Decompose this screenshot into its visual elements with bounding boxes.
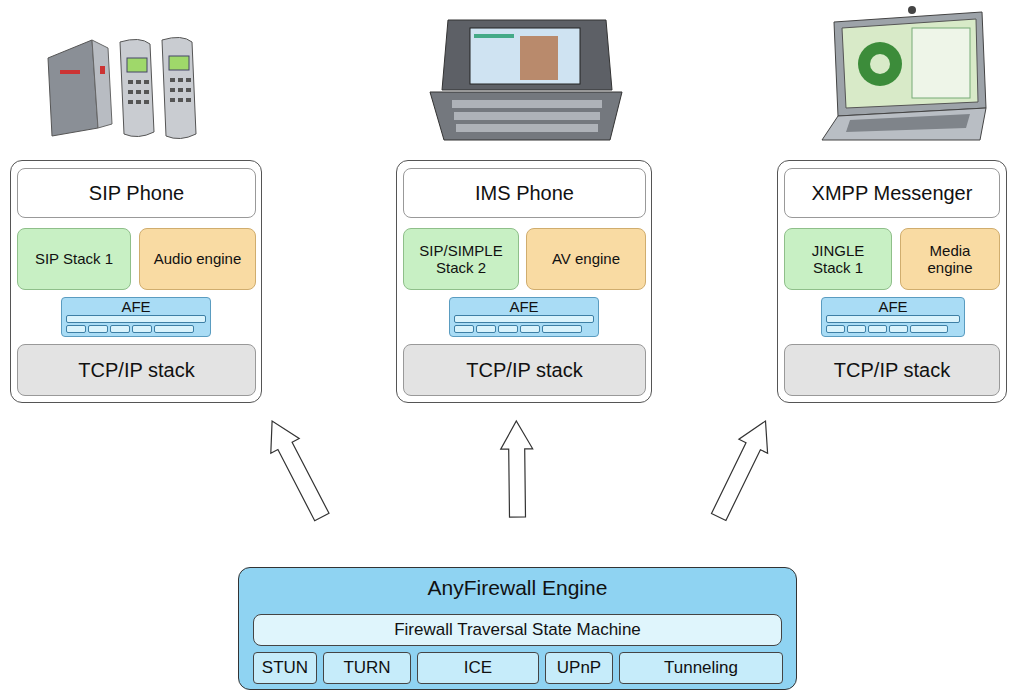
box-label: AFE xyxy=(509,298,538,315)
cordless-phones xyxy=(48,37,196,138)
block-arrow xyxy=(501,421,533,517)
engine-box: Audio engine xyxy=(139,228,256,290)
box-label: SIP Stack 1 xyxy=(35,250,113,267)
device-panel: XMPP MessengerJINGLE Stack 1 Media engine… xyxy=(777,160,1007,403)
afe-module xyxy=(66,325,86,333)
box-label: TCP/IP stack xyxy=(466,359,582,382)
stack-box: SIP Stack 1 xyxy=(17,228,131,290)
afe-module xyxy=(476,325,496,333)
application-box: SIP Phone xyxy=(17,168,256,218)
block-arrow xyxy=(271,421,329,521)
box-label: JINGLE Stack 1 xyxy=(797,242,879,277)
box-label: AV engine xyxy=(552,250,620,267)
afe-module xyxy=(868,325,887,333)
anyfirewall-engine: AnyFirewall EngineFirewall Traversal Sta… xyxy=(238,567,797,690)
afe-module xyxy=(154,325,194,333)
device-panel: IMS PhoneSIP/SIMPLE Stack 2 AV engineAFE T… xyxy=(396,160,652,403)
box-label: Tunneling xyxy=(664,658,738,678)
box-label: Firewall Traversal State Machine xyxy=(394,620,641,640)
tcpip-box: TCP/IP stack xyxy=(403,344,646,396)
device-panel: SIP PhoneSIP Stack 1 Audio engineAFE TCP/I… xyxy=(10,160,262,403)
box-label: ICE xyxy=(464,658,492,678)
protocol-box: ICE xyxy=(417,652,539,684)
block-arrow xyxy=(712,421,768,521)
stack-box: SIP/SIMPLE Stack 2 xyxy=(403,228,519,290)
afe-module xyxy=(110,325,130,333)
engine-box: Media engine xyxy=(900,228,1000,290)
afe-module xyxy=(847,325,866,333)
afe-module xyxy=(498,325,518,333)
application-box: IMS Phone xyxy=(403,168,646,218)
engine-box: AV engine xyxy=(526,228,646,290)
box-label: TURN xyxy=(343,658,390,678)
box-label: AFE xyxy=(121,298,150,315)
box-label: XMPP Messenger xyxy=(812,182,973,205)
box-label: AnyFirewall Engine xyxy=(428,576,608,600)
box-label: IMS Phone xyxy=(475,182,574,205)
box-label: Media engine xyxy=(913,242,987,277)
afe-module xyxy=(542,325,582,333)
afe-module xyxy=(889,325,908,333)
afe-layer xyxy=(66,315,206,323)
box-label: SIP Phone xyxy=(89,182,184,205)
box-label: AFE xyxy=(878,298,907,315)
afe-module xyxy=(454,325,474,333)
afe-box: AFE xyxy=(61,297,211,337)
box-label: TCP/IP stack xyxy=(78,359,194,382)
afe-box: AFE xyxy=(821,297,965,337)
box-label: TCP/IP stack xyxy=(834,359,950,382)
afe-layer xyxy=(454,315,594,323)
afe-module xyxy=(520,325,540,333)
state-machine-bar: Firewall Traversal State Machine xyxy=(253,614,782,646)
application-box: XMPP Messenger xyxy=(784,168,1000,218)
box-label: Audio engine xyxy=(154,250,242,267)
laptop xyxy=(822,6,986,140)
tcpip-box: TCP/IP stack xyxy=(17,344,256,396)
pda-phone xyxy=(430,20,622,140)
protocol-box: STUN xyxy=(253,652,317,684)
afe-module xyxy=(88,325,108,333)
protocol-box: TURN xyxy=(323,652,411,684)
box-label: SIP/SIMPLE Stack 2 xyxy=(416,242,506,277)
afe-box: AFE xyxy=(449,297,599,337)
protocol-box: Tunneling xyxy=(619,652,783,684)
afe-layer xyxy=(826,315,960,323)
afe-module xyxy=(132,325,152,333)
protocol-box: UPnP xyxy=(545,652,613,684)
tcpip-box: TCP/IP stack xyxy=(784,344,1000,396)
afe-module xyxy=(910,325,948,333)
stack-box: JINGLE Stack 1 xyxy=(784,228,892,290)
afe-module xyxy=(826,325,845,333)
box-label: UPnP xyxy=(557,658,601,678)
box-label: STUN xyxy=(262,658,308,678)
